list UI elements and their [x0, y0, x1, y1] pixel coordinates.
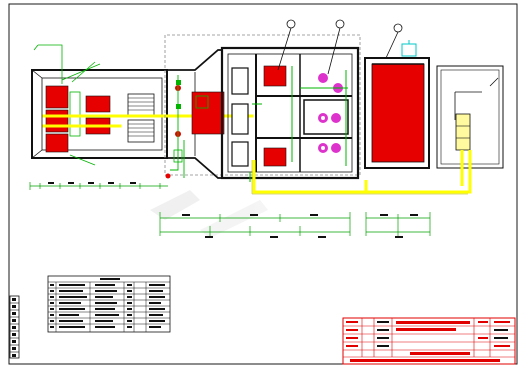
fine-screen-unit: [191, 91, 225, 135]
pump-discharge-pipes: [249, 66, 348, 182]
outlet-pipe: [252, 150, 472, 194]
leader-bubble-icon: [277, 19, 403, 75]
coarse-screen-units: [45, 85, 111, 153]
screen-grating-icon: [127, 93, 155, 143]
dimension-lines: [29, 182, 431, 236]
pump-house: [220, 46, 360, 180]
left-margin-strip: [9, 295, 20, 359]
tank-icon: [364, 57, 430, 169]
drawing-frame: [8, 3, 518, 365]
watermark: [150, 190, 268, 238]
inlet-channel: [31, 69, 168, 159]
outlet-pipe-edge: [251, 160, 468, 195]
dosing-unit: [401, 40, 417, 57]
drain-pipe: [170, 75, 185, 178]
leader-lines: [33, 44, 101, 166]
pump-icon: [318, 73, 343, 153]
legend-table: [47, 275, 171, 333]
equipment-cabinet: [455, 113, 471, 151]
dimension-labels: [48, 182, 418, 238]
title-block: [342, 317, 516, 365]
